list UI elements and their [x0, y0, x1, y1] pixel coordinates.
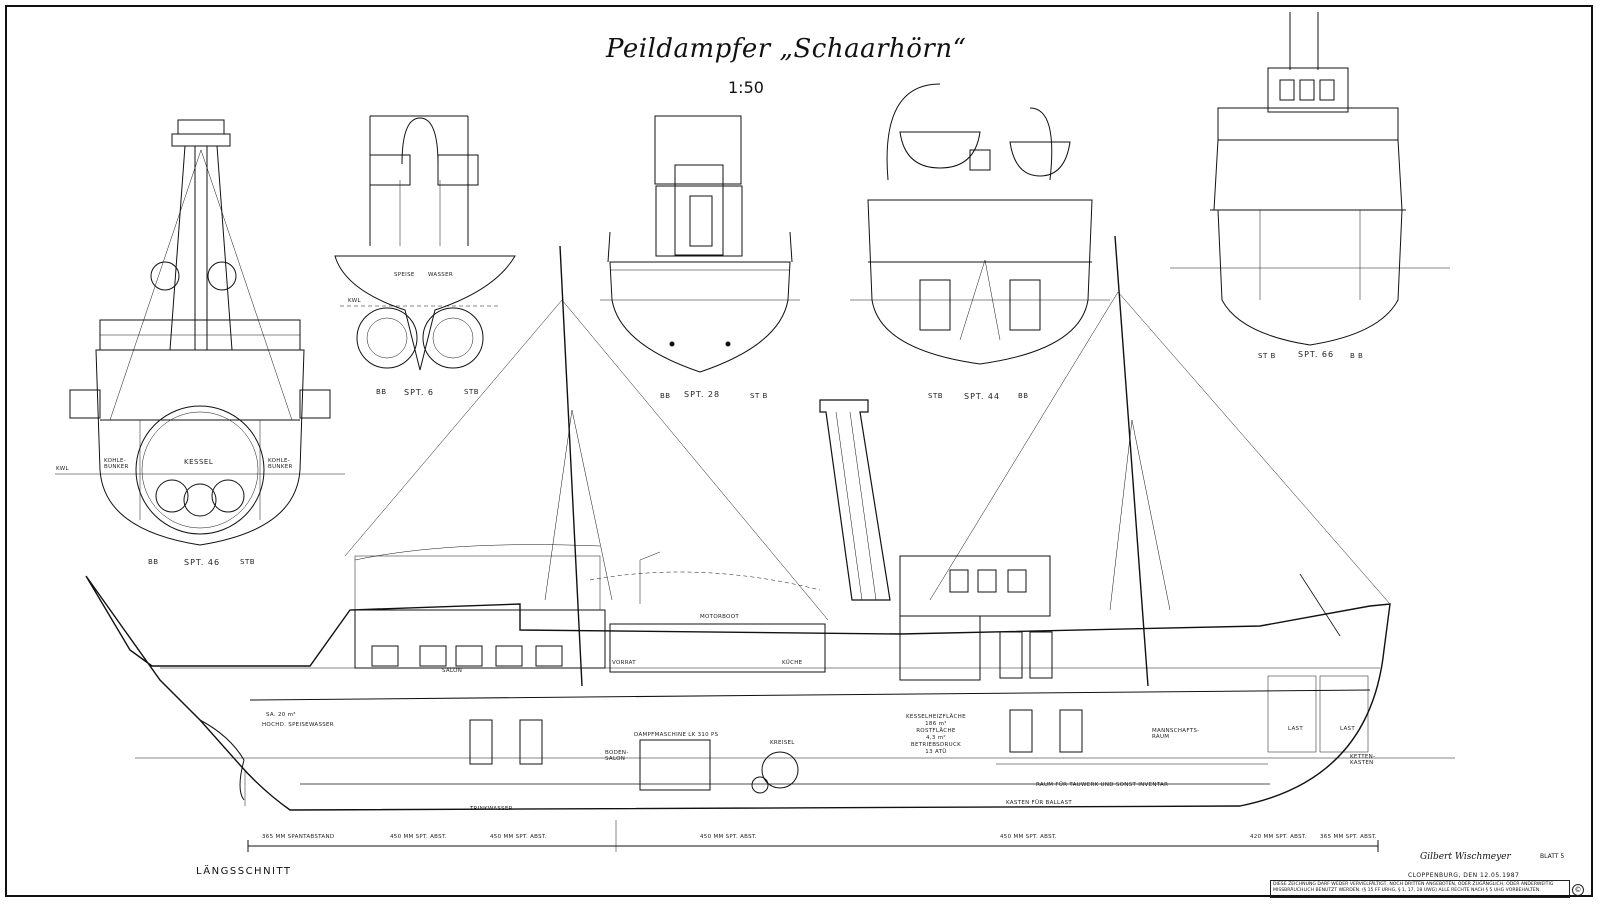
- room-kueche: KÜCHE: [782, 660, 803, 666]
- frame-spacing-5: 450 MM SPT. ABST.: [1000, 834, 1057, 840]
- spt6-tank-b: WASSER: [428, 272, 453, 278]
- spt46-bunker-right: KOHLE- BUNKER: [268, 458, 293, 470]
- spt46-bb-label: BB: [148, 558, 159, 566]
- room-kreisel: KREISEL: [770, 740, 795, 746]
- drawing-sheet: [5, 5, 1593, 897]
- room-inventar: RAUM FÜR TAUWERK UND SONST INVENTAR: [1036, 782, 1169, 788]
- spt6-bb-label: BB: [376, 388, 387, 396]
- section-spt46: [55, 119, 345, 546]
- spt6-kwl: KWL: [348, 298, 361, 304]
- section-spt44: [850, 83, 1110, 365]
- place-date: CLOPPENBURG, DEN 12.05.1987: [1408, 872, 1520, 879]
- spt6-label: SPT. 6: [404, 388, 435, 397]
- spt28-stb-label: ST B: [750, 392, 768, 400]
- room-bodensalon: BODEN- SALON: [605, 750, 629, 762]
- room-speisewasser: SA. 20 m³: [266, 712, 296, 718]
- spt28-label: SPT. 28: [684, 390, 721, 399]
- spt6-stb-label: STB: [464, 388, 480, 396]
- room-ballast: KASTEN FÜR BALLAST: [1006, 800, 1073, 806]
- spt6-tank-a: SPEISE: [394, 272, 415, 278]
- copyright-note: DIESE ZEICHNUNG DARF WEDER VERVIELFÄLTIG…: [1270, 880, 1570, 898]
- section-spt66: [1170, 12, 1450, 346]
- room-last-1: LAST: [1288, 726, 1304, 732]
- room-mannschaft: MANNSCHAFTS- RAUM: [1152, 728, 1200, 740]
- signature: Gilbert Wischmeyer: [1420, 852, 1511, 862]
- section-spt6: [334, 115, 516, 371]
- frame-spacing-1: 365 MM SPANTABSTAND: [262, 834, 335, 840]
- spt66-stb-label: ST B: [1258, 352, 1276, 360]
- boiler-spec: KESSELHEIZFLÄCHE 186 m² ROSTFLÄCHE 4,3 m…: [906, 714, 966, 755]
- frame-spacing-4: 450 MM SPT. ABST.: [700, 834, 757, 840]
- spt44-bb-label: BB: [1018, 392, 1029, 400]
- spt44-stb-label: STB: [928, 392, 944, 400]
- spt66-label: SPT. 66: [1298, 350, 1335, 359]
- frame-spacing-6: 420 MM SPT. ABST.: [1250, 834, 1307, 840]
- spt28-bb-label: BB: [660, 392, 671, 400]
- drawing-title: Peildampfer „Schaarhörn“: [606, 34, 967, 64]
- frame-spacing-7: 365 MM SPT. ABST.: [1320, 834, 1377, 840]
- room-kettenkasten: KETTEN- KASTEN: [1350, 754, 1376, 766]
- spt46-bunker-left: KOHLE- BUNKER: [104, 458, 129, 470]
- room-speisewasser-sub: HOCHD. SPEISEWASSER: [262, 722, 334, 728]
- longitudinal-section: [85, 235, 1455, 852]
- room-trinkwasser: TRINKWASSER: [470, 806, 513, 812]
- room-vorrat: VORRAT: [612, 660, 636, 666]
- room-engine: DAMPFMASCHINE LK 310 PS: [634, 732, 719, 738]
- spt46-stb-label: STB: [240, 558, 256, 566]
- spt46-boiler-label: KESSEL: [184, 458, 214, 466]
- copyright-icon: ©: [1572, 884, 1584, 896]
- spt66-bb-label: B B: [1350, 352, 1364, 360]
- sheet-number: BLATT 5: [1540, 853, 1565, 860]
- room-last-2: LAST: [1340, 726, 1356, 732]
- spt44-label: SPT. 44: [964, 392, 1001, 401]
- room-salon: SALON: [442, 668, 463, 674]
- frame-spacing-2: 450 MM SPT. ABST.: [390, 834, 447, 840]
- drawing-scale: 1:50: [728, 78, 764, 97]
- room-motorboot: MOTORBOOT: [700, 614, 739, 620]
- section-spt28: [600, 115, 800, 373]
- frame-spacing-3: 450 MM SPT. ABST.: [490, 834, 547, 840]
- longitudinal-view-label: LÄNGSSCHNITT: [196, 866, 292, 877]
- spt46-label: SPT. 46: [184, 558, 221, 567]
- spt46-kwl: KWL: [56, 466, 69, 472]
